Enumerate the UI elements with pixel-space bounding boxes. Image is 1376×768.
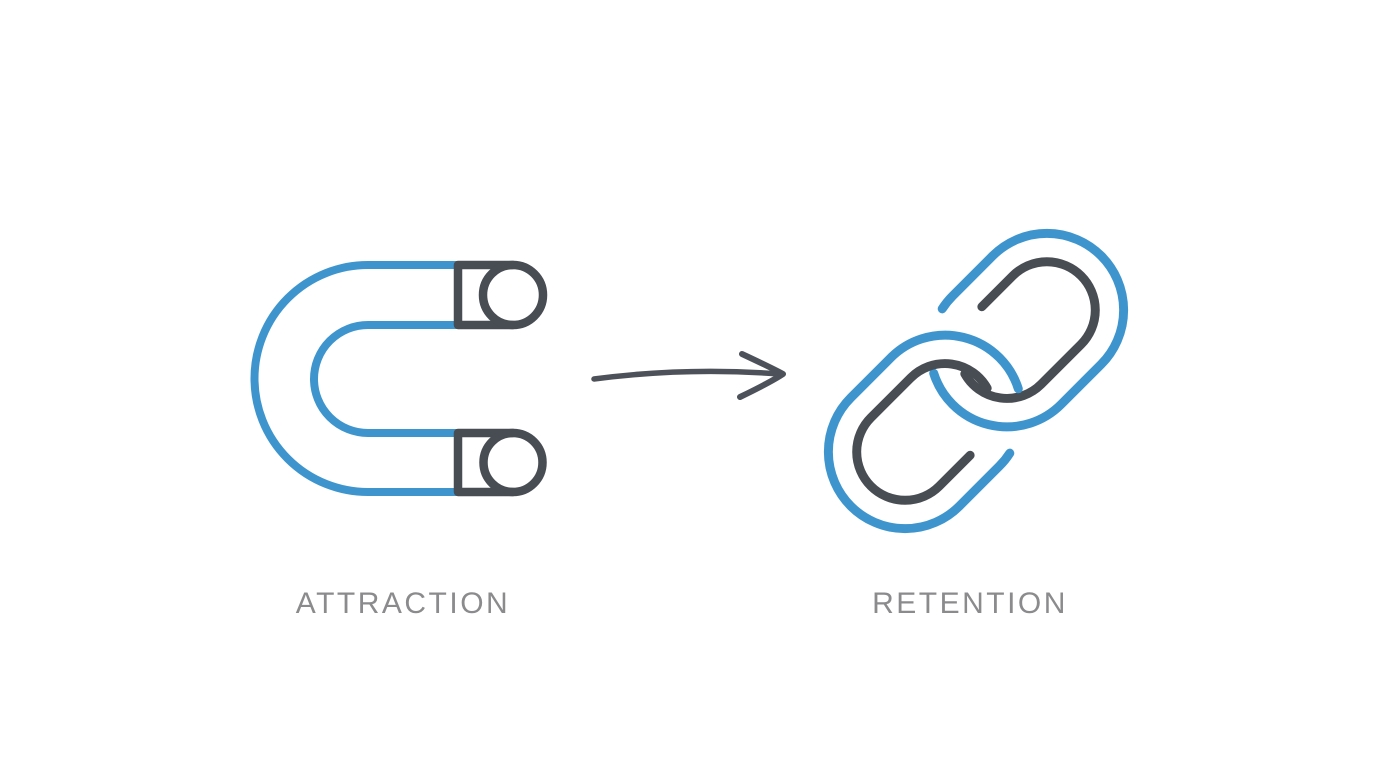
arrow-right-icon [591, 351, 786, 400]
arrow-shaft [591, 368, 782, 382]
magnet-inner-arm [310, 321, 464, 437]
arrow-head [737, 351, 786, 400]
chain-lower-link-outer [823, 330, 1023, 534]
magnet-top-pole-ring [478, 260, 548, 330]
chain-upper-link-inner [960, 257, 1100, 403]
magnet-bottom-pole [453, 428, 518, 497]
chain-link-icon [823, 228, 1129, 534]
chain-upper-link [929, 228, 1129, 432]
retention-label: RETENTION [872, 587, 1068, 620]
chain-lower-link-inner [852, 359, 992, 505]
chain-lower-link [823, 330, 1023, 534]
magnet-outer-arm [250, 261, 464, 496]
magnet-top-pole [453, 260, 518, 330]
magnet-icon [250, 260, 548, 497]
chain-upper-link-outer [929, 228, 1129, 432]
attraction-label: ATTRACTION [295, 587, 511, 620]
magnet-bottom-pole-ring [479, 428, 547, 497]
